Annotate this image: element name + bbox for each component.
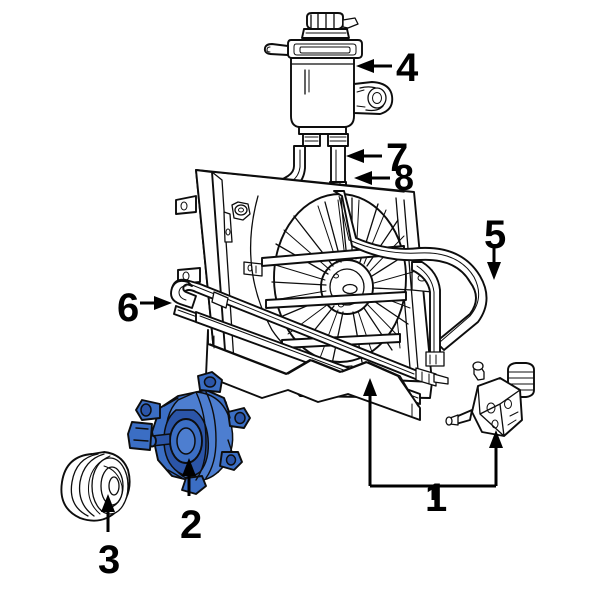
part-steering-gear-valve (445, 361, 535, 437)
arrowhead-8 (354, 171, 372, 185)
part-pump-pulley (60, 451, 131, 522)
arrowhead-4 (356, 59, 374, 73)
leader-1 (363, 378, 503, 500)
callout-label-4: 4 (396, 46, 419, 90)
leader-4 (356, 59, 392, 73)
part-cooler-hose-lines (170, 190, 488, 421)
arrowhead-6 (154, 296, 172, 310)
arrowhead-3 (101, 494, 115, 512)
callout-label-2: 2 (180, 503, 203, 547)
arrowhead-7 (346, 149, 364, 163)
arrowhead-1b (489, 430, 503, 448)
callout-label-3: 3 (98, 538, 121, 582)
arrowhead-1a (363, 378, 377, 396)
callout-label-7: 7 (386, 136, 409, 180)
leader-5 (487, 244, 501, 280)
arrowhead-5 (487, 262, 501, 280)
leader-8 (354, 171, 390, 185)
callout-label-8: 8 (394, 157, 415, 198)
part-reservoir (263, 12, 394, 147)
part-power-steering-pump (127, 371, 251, 495)
arrowhead-2 (182, 458, 196, 476)
leader-6 (140, 296, 172, 310)
callout-label-6: 6 (117, 286, 140, 330)
callout-label-1: 1 (425, 476, 448, 520)
callout-label-5: 5 (484, 213, 507, 257)
leader-3 (101, 494, 115, 532)
leader-7 (346, 149, 382, 163)
leader-2 (182, 458, 196, 496)
